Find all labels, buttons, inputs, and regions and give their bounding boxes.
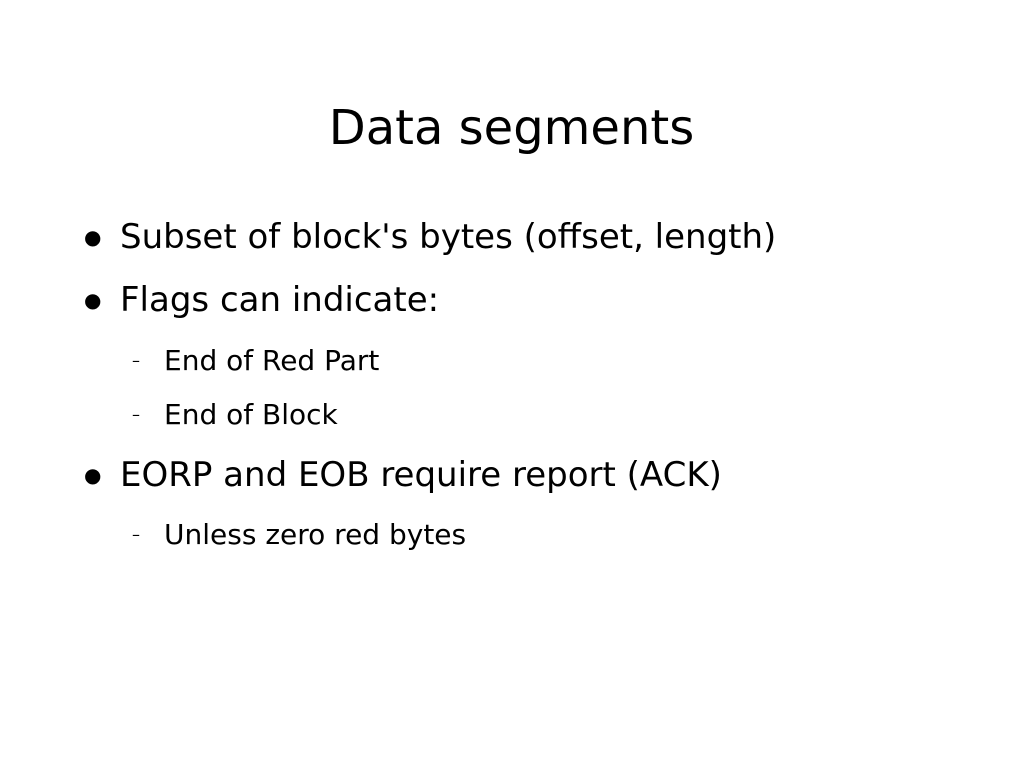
bullet-icon: ● xyxy=(84,288,102,312)
slide-title: Data segments xyxy=(328,100,695,156)
sub-bullet-item: – End of Red Part xyxy=(132,344,379,378)
sub-bullet-text: Unless zero red bytes xyxy=(164,518,467,551)
bullet-icon: ● xyxy=(84,225,102,249)
bullet-icon: ● xyxy=(84,463,102,487)
bullet-item: ● Flags can indicate: xyxy=(84,280,439,320)
dash-icon: – xyxy=(132,525,140,544)
bullet-text: Subset of block's bytes (offset, length) xyxy=(120,217,777,257)
sub-bullet-item: – Unless zero red bytes xyxy=(132,518,466,552)
dash-icon: – xyxy=(132,405,140,424)
bullet-text: Flags can indicate: xyxy=(120,280,440,320)
dash-icon: – xyxy=(132,351,140,370)
sub-bullet-item: – End of Block xyxy=(132,398,338,432)
bullet-item: ● Subset of block's bytes (offset, length… xyxy=(84,217,776,257)
bullet-item: ● EORP and EOB require report (ACK) xyxy=(84,455,722,495)
sub-bullet-text: End of Red Part xyxy=(164,344,380,377)
bullet-text: EORP and EOB require report (ACK) xyxy=(120,455,722,495)
sub-bullet-text: End of Block xyxy=(164,398,338,431)
